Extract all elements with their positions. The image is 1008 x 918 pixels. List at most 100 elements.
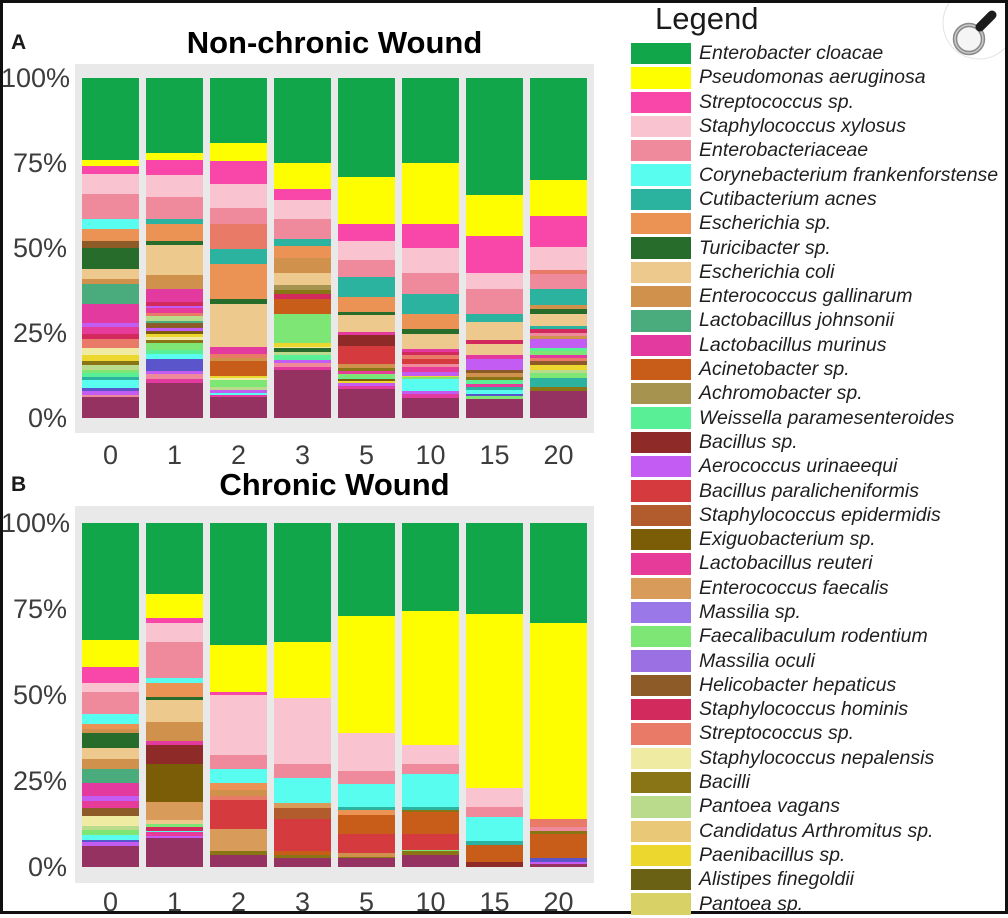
bar-segment — [338, 224, 395, 242]
legend-row: Alistipes finegoldii — [631, 868, 1008, 891]
bar-segment — [82, 166, 139, 175]
bar-segment — [82, 361, 139, 365]
bar-segment — [146, 617, 203, 623]
bar-segment — [146, 244, 203, 276]
bar-segment — [274, 851, 331, 855]
legend-row: Exiguobacterium sp. — [631, 528, 1008, 551]
bar-segment — [210, 142, 267, 162]
bar-segment — [210, 354, 267, 358]
bar-segment — [210, 768, 267, 783]
bar-segment — [210, 208, 267, 225]
bar-segment — [274, 348, 331, 352]
bar-segment — [466, 288, 523, 314]
bar-segment — [274, 858, 331, 867]
bar-segment — [530, 325, 587, 330]
bar-segment — [402, 377, 459, 380]
bar-segment — [274, 200, 331, 220]
legend-label: Lactobacillus reuteri — [699, 552, 873, 575]
bar-segment — [402, 851, 459, 855]
stacked-bar-day-0 — [82, 523, 139, 867]
bar-segment — [530, 834, 587, 859]
y-tick-label: 25% — [12, 318, 67, 348]
bar-segment — [466, 340, 523, 344]
legend-row: Paenibacillus sp. — [631, 843, 1008, 867]
bar-segment — [146, 315, 203, 322]
bar-segment — [530, 335, 587, 340]
bar-segment — [146, 370, 203, 375]
bar-segment — [82, 845, 139, 867]
bar-segment — [338, 806, 395, 811]
legend-row: Corynebacterium frankenforstense — [631, 164, 1008, 186]
stacked-bar-day-0 — [82, 78, 139, 418]
bar-segment — [82, 388, 139, 391]
bar-segment — [402, 224, 459, 248]
bar-segment — [530, 373, 587, 379]
bar-segment — [402, 293, 459, 314]
legend-swatch — [631, 844, 691, 867]
bar-segment — [338, 815, 395, 835]
legend-label: Weissella paramesenteroides — [699, 406, 955, 429]
bar-segment — [82, 247, 139, 270]
bar-segment — [530, 78, 587, 180]
bar-segment — [82, 174, 139, 195]
legend-row: Achromobacter sp. — [631, 382, 1008, 405]
bar-segment — [274, 298, 331, 315]
bar-segment — [82, 380, 139, 389]
stacked-bars-a — [82, 78, 594, 418]
x-tick-label: 1 — [166, 887, 183, 917]
bar-segment — [466, 861, 523, 867]
legend-label: Exiguobacterium sp. — [699, 528, 876, 551]
stacked-bar-day-15 — [466, 78, 523, 418]
bar-segment — [338, 78, 395, 177]
legend-label: Streptococcus sp. — [699, 90, 854, 113]
legend-label: Enterobacteriaceae — [699, 139, 869, 162]
bar-segment — [466, 806, 523, 818]
bar-segment — [466, 78, 523, 196]
bar-segment — [274, 163, 331, 189]
stacked-bar-day-3 — [274, 523, 331, 867]
legend-label: Alistipes finegoldii — [699, 868, 855, 891]
legend-label: Paenibacillus sp. — [699, 843, 846, 866]
bar-segment — [82, 830, 139, 835]
bar-segment — [146, 835, 203, 838]
legend-swatch — [631, 407, 691, 429]
bar-segment — [146, 677, 203, 683]
bar-segment — [146, 827, 203, 831]
bar-segment — [274, 219, 331, 240]
x-tick-label: 0 — [102, 887, 119, 917]
legend-row: Bacilli — [631, 771, 1008, 794]
legend-label: Escherichia coli — [699, 260, 835, 283]
y-tick-label: 0% — [27, 403, 67, 433]
x-tick-label: 2 — [230, 887, 247, 917]
bar-segment — [82, 304, 139, 324]
bar-segment — [402, 313, 459, 329]
magnifier-icon[interactable] — [939, 3, 1005, 69]
bar-segment — [402, 355, 459, 359]
bar-segment — [530, 387, 587, 391]
bar-segment — [210, 694, 267, 756]
bar-segment — [146, 288, 203, 303]
stacked-bar-day-2 — [210, 523, 267, 867]
bar-segment — [338, 732, 395, 771]
bar-segment — [530, 861, 587, 864]
legend-row: Faecalibaculum rodentium — [631, 625, 1008, 648]
bar-segment — [146, 196, 203, 220]
panel-a-title: Non-chronic Wound — [186, 25, 483, 60]
bar-segment — [210, 298, 267, 305]
legend-label: Lactobacillus murinus — [699, 333, 887, 356]
x-tick-label: 1 — [166, 440, 183, 470]
bar-segment — [402, 375, 459, 378]
legend-swatch — [631, 67, 691, 89]
legend-row: Lactobacillus reuteri — [631, 552, 1008, 575]
bar-segment — [402, 806, 459, 811]
bar-segment — [210, 224, 267, 250]
bar-segment — [82, 376, 139, 381]
bar-segment — [82, 278, 139, 284]
bar-segment — [82, 241, 139, 248]
x-tick-label: 20 — [543, 440, 574, 470]
bar-segment — [146, 696, 203, 701]
bar-segment — [402, 363, 459, 368]
bar-segment — [338, 176, 395, 225]
